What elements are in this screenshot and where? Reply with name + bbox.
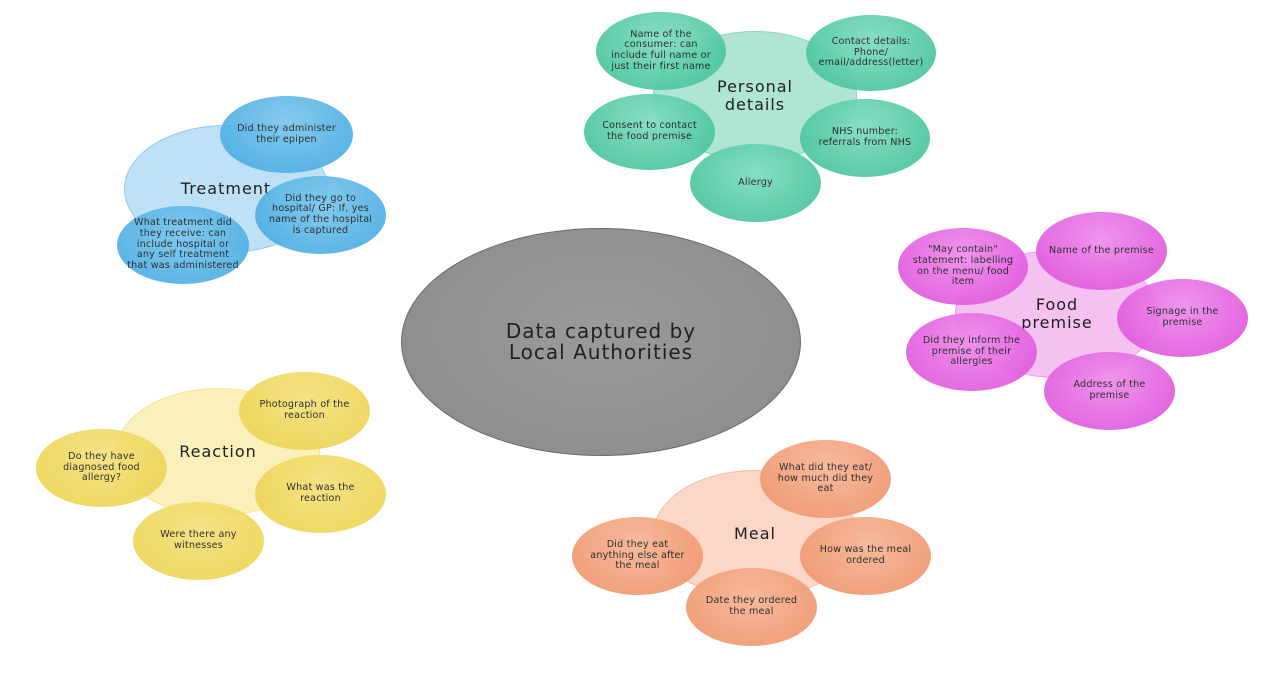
treatment-item: What treatment did they receive: can inc… [117, 206, 249, 284]
reaction-item: What was the reaction [255, 455, 386, 533]
treatment-hub-label: Treatment [180, 179, 272, 199]
food-hub-label: Food premise [1021, 295, 1093, 332]
reaction-item: Do they have diagnosed food allergy? [36, 429, 167, 507]
meal-hub-label: Meal [734, 524, 776, 544]
food-item: "May contain" statement: labelling on th… [898, 228, 1028, 305]
reaction-hub-label: Reaction [179, 442, 257, 462]
personal-item: Name of the consumer: can include full n… [596, 12, 726, 90]
food-item: Address of the premise [1044, 352, 1175, 430]
reaction-item: Were there any witnesses [133, 502, 264, 580]
personal-item: Contact details: Phone/ email/address(le… [806, 15, 936, 91]
treatment-item: Did they administer their epipen [220, 96, 353, 173]
reaction-item: Photograph of the reaction [239, 372, 370, 450]
meal-item: Date they ordered the meal [686, 568, 817, 646]
food-item: Name of the premise [1036, 212, 1167, 290]
center-node: Data captured by Local Authorities [401, 228, 801, 456]
personal-item: Consent to contact the food premise [584, 94, 715, 170]
food-item: Signage in the premise [1117, 279, 1248, 357]
personal-item: Allergy [690, 144, 821, 222]
meal-item: How was the meal ordered [800, 517, 931, 595]
food-item: Did they inform the premise of their all… [906, 313, 1037, 391]
personal-item: NHS number: referrals from NHS [800, 99, 930, 177]
treatment-item: Did they go to hospital/ GP: If, yes nam… [255, 176, 386, 254]
meal-item: What did they eat/ how much did they eat [760, 440, 891, 518]
center-label: Data captured by Local Authorities [505, 319, 697, 364]
meal-item: Did they eat anything else after the mea… [572, 517, 703, 595]
personal-hub-label: Personal details [716, 77, 793, 114]
